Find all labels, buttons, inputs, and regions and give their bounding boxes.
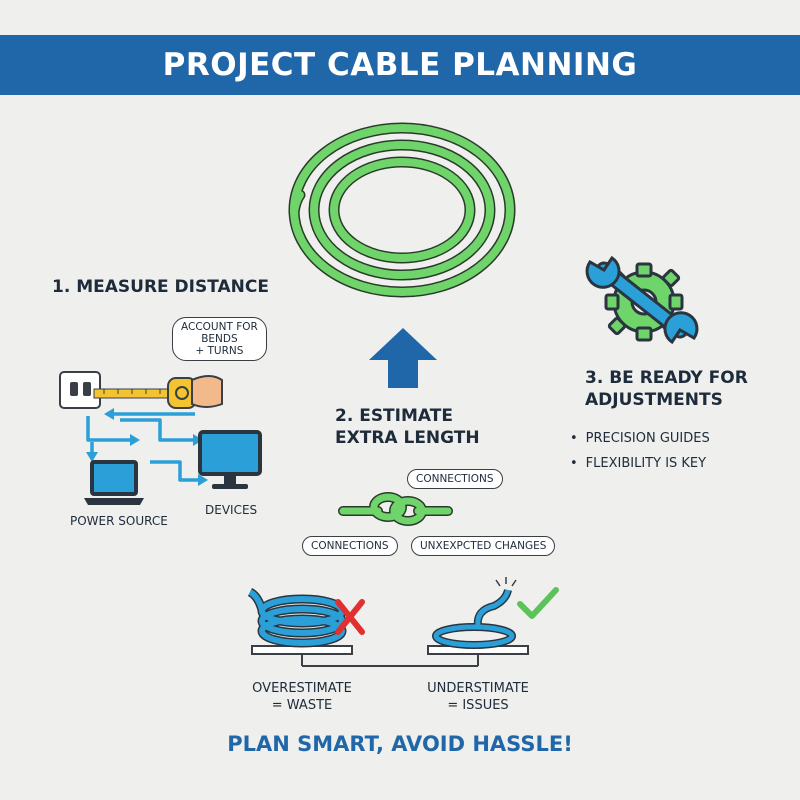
short-cable-coil-icon [432,577,517,649]
bullet-precision-guides: PRECISION GUIDES [570,431,710,446]
tape-measure-icon [93,375,223,409]
bends-speech-bubble: ACCOUNT FOR BENDS + TURNS [172,317,267,361]
monitor-icon [198,430,262,489]
connections-bubble-top: CONNECTIONS [407,469,503,489]
step2-heading: 2. ESTIMATE EXTRA LENGTH [335,406,480,448]
underestimate-caption: UNDERSTIMATE = ISSUES [427,681,529,713]
footer-slogan: PLAN SMART, AVOID HASSLE! [227,732,573,756]
checkmark-icon [517,587,559,619]
page-title: PROJECT CABLE PLANNING [162,47,638,83]
devices-label: DEVICES [205,503,258,517]
balance-scale-icon [251,645,529,667]
unexpected-changes-bubble: UNXEXPCTED CHANGES [411,536,556,556]
x-mark-icon [335,599,365,635]
wall-outlet-icon [59,371,101,409]
title-banner: PROJECT CABLE PLANNING [0,35,800,95]
excess-cable-coil-icon [247,587,347,648]
connections-bubble-left: CONNECTIONS [302,536,398,556]
laptop-icon [84,460,144,505]
overestimate-caption: OVERESTIMATE = WASTE [252,681,352,713]
step3-heading: 3. BE READY FOR ADJUSTMENTS [585,368,748,410]
power-source-label: POWER SOURCE [70,514,168,528]
bullet-flexibility-is-key: FLEXIBILITY IS KEY [570,456,706,471]
step1-heading: 1. MEASURE DISTANCE [52,277,269,297]
